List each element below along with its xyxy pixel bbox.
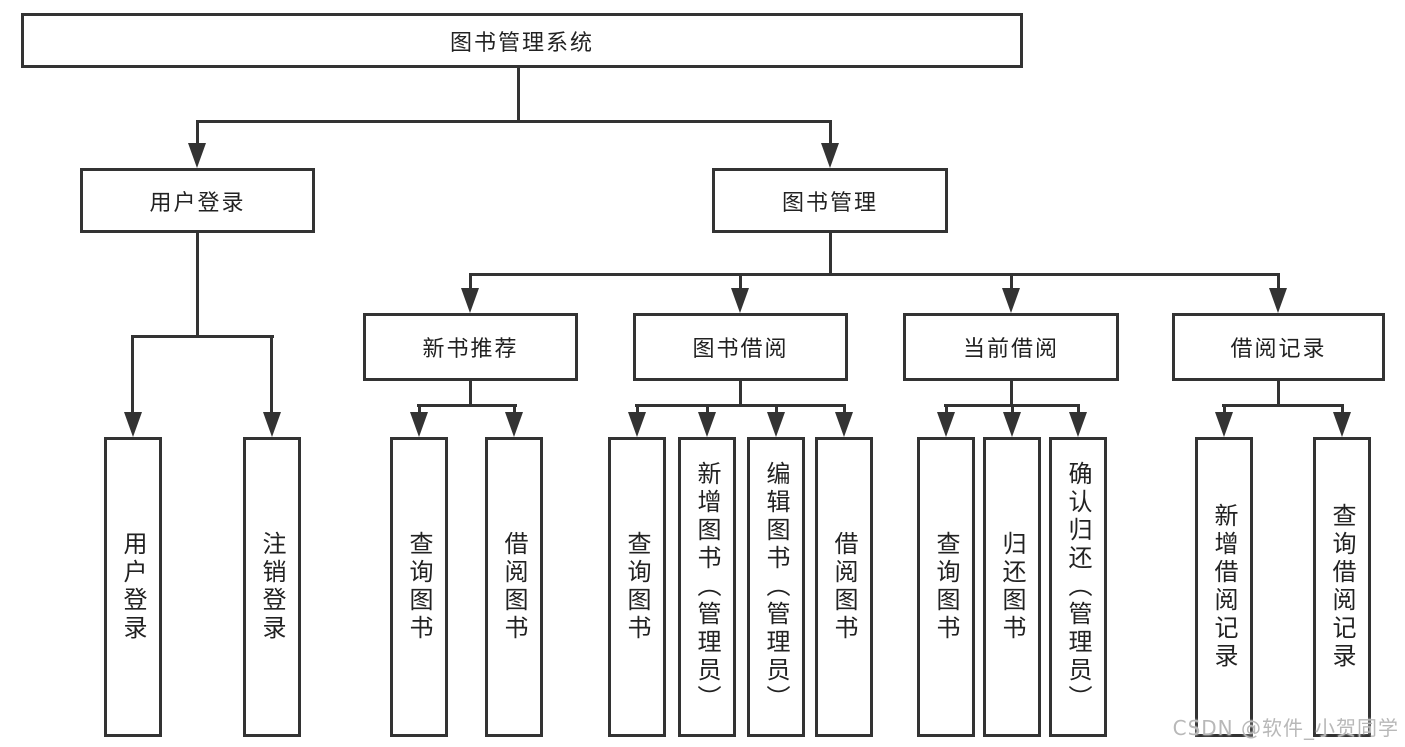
watermark: CSDN @软件_小贺同学 bbox=[1172, 716, 1399, 740]
arrow-down-icon bbox=[1333, 412, 1351, 437]
arrow-down-icon bbox=[628, 412, 646, 437]
connector-line bbox=[945, 404, 948, 412]
leaf-logout: 注销登录 bbox=[243, 437, 301, 737]
arrow-down-icon bbox=[937, 412, 955, 437]
leaf-query-books-current: 查询图书 bbox=[917, 437, 975, 737]
arrow-down-icon bbox=[263, 412, 281, 437]
node-library-management-system: 图书管理系统 bbox=[21, 13, 1023, 68]
leaf-return-books: 归还图书 bbox=[983, 437, 1041, 737]
leaf-query-borrow-record-label: 查询借阅记录 bbox=[1328, 503, 1356, 671]
connector-line bbox=[1277, 273, 1280, 288]
connector-line bbox=[739, 381, 742, 407]
arrow-down-icon bbox=[461, 288, 479, 313]
leaf-logout-label: 注销登录 bbox=[258, 531, 286, 643]
arrow-down-icon bbox=[835, 412, 853, 437]
connector-line bbox=[635, 404, 846, 407]
connector-line bbox=[469, 273, 1280, 276]
node-book-borrowing: 图书借阅 bbox=[633, 313, 848, 381]
connector-line bbox=[1010, 381, 1013, 407]
connector-line bbox=[132, 335, 274, 338]
node-user-login: 用户登录 bbox=[80, 168, 315, 233]
connector-line bbox=[1011, 404, 1014, 412]
connector-line bbox=[706, 404, 709, 412]
leaf-confirm-return-admin-label: 确认归还（管理员） bbox=[1064, 461, 1092, 713]
arrow-down-icon bbox=[767, 412, 785, 437]
leaf-edit-book-admin: 编辑图书（管理员） bbox=[747, 437, 805, 737]
connector-line bbox=[775, 404, 778, 412]
connector-line bbox=[1077, 404, 1080, 412]
arrow-down-icon bbox=[1003, 412, 1021, 437]
leaf-borrow-books-recommend-label: 借阅图书 bbox=[500, 531, 528, 643]
connector-line bbox=[1341, 404, 1344, 412]
connector-line bbox=[829, 233, 832, 276]
arrow-down-icon bbox=[1215, 412, 1233, 437]
arrow-down-icon bbox=[1002, 288, 1020, 313]
connector-line bbox=[196, 233, 199, 338]
connector-line bbox=[843, 404, 846, 412]
leaf-add-borrow-record: 新增借阅记录 bbox=[1195, 437, 1253, 737]
arrow-down-icon bbox=[410, 412, 428, 437]
node-user-login-label: 用户登录 bbox=[149, 190, 246, 216]
arrow-down-icon bbox=[731, 288, 749, 313]
node-borrowing-records-label: 借阅记录 bbox=[1230, 337, 1327, 362]
connector-line bbox=[513, 404, 516, 412]
leaf-user-login: 用户登录 bbox=[104, 437, 162, 737]
arrow-down-icon bbox=[1069, 412, 1087, 437]
leaf-user-login-label: 用户登录 bbox=[119, 531, 147, 643]
connector-line bbox=[270, 335, 273, 412]
leaf-borrow-books-recommend: 借阅图书 bbox=[485, 437, 543, 737]
arrow-down-icon bbox=[1269, 288, 1287, 313]
leaf-query-books-borrowing-label: 查询图书 bbox=[623, 531, 651, 643]
connector-line bbox=[1222, 404, 1344, 407]
node-current-borrowing-label: 当前借阅 bbox=[962, 337, 1059, 362]
connector-line bbox=[1223, 404, 1226, 412]
leaf-add-borrow-record-label: 新增借阅记录 bbox=[1210, 503, 1238, 671]
node-new-book-recommendation-label: 新书推荐 bbox=[422, 337, 519, 362]
connector-line bbox=[636, 404, 639, 412]
connector-line bbox=[418, 404, 421, 412]
node-borrowing-records: 借阅记录 bbox=[1172, 313, 1385, 381]
node-current-borrowing: 当前借阅 bbox=[903, 313, 1119, 381]
leaf-borrow-books-borrowing: 借阅图书 bbox=[815, 437, 873, 737]
connector-line bbox=[131, 335, 134, 412]
connector-line bbox=[196, 120, 832, 123]
leaf-query-books-current-label: 查询图书 bbox=[932, 531, 960, 643]
leaf-query-books-recommend-label: 查询图书 bbox=[405, 531, 433, 643]
leaf-confirm-return-admin: 确认归还（管理员） bbox=[1049, 437, 1107, 737]
node-book-borrowing-label: 图书借阅 bbox=[692, 337, 789, 362]
leaf-add-book-admin-label: 新增图书（管理员） bbox=[693, 461, 721, 713]
arrow-down-icon bbox=[821, 143, 839, 168]
leaf-add-book-admin: 新增图书（管理员） bbox=[678, 437, 736, 737]
leaf-query-books-recommend: 查询图书 bbox=[390, 437, 448, 737]
connector-line bbox=[829, 120, 832, 143]
leaf-query-borrow-record: 查询借阅记录 bbox=[1313, 437, 1371, 737]
arrow-down-icon bbox=[188, 143, 206, 168]
node-book-management-label: 图书管理 bbox=[781, 190, 878, 216]
connector-line bbox=[417, 404, 517, 407]
connector-line bbox=[469, 273, 472, 288]
node-new-book-recommendation: 新书推荐 bbox=[363, 313, 578, 381]
arrow-down-icon bbox=[505, 412, 523, 437]
node-library-management-system-label: 图书管理系统 bbox=[449, 30, 594, 56]
leaf-edit-book-admin-label: 编辑图书（管理员） bbox=[762, 461, 790, 713]
leaf-return-books-label: 归还图书 bbox=[998, 531, 1026, 643]
connector-line bbox=[517, 68, 520, 123]
connector-line bbox=[469, 381, 472, 407]
connector-line bbox=[196, 120, 199, 143]
leaf-borrow-books-borrowing-label: 借阅图书 bbox=[830, 531, 858, 643]
node-book-management: 图书管理 bbox=[712, 168, 948, 233]
arrow-down-icon bbox=[698, 412, 716, 437]
connector-line bbox=[739, 273, 742, 288]
leaf-query-books-borrowing: 查询图书 bbox=[608, 437, 666, 737]
arrow-down-icon bbox=[124, 412, 142, 437]
connector-line bbox=[1010, 273, 1013, 288]
connector-line bbox=[1277, 381, 1280, 407]
